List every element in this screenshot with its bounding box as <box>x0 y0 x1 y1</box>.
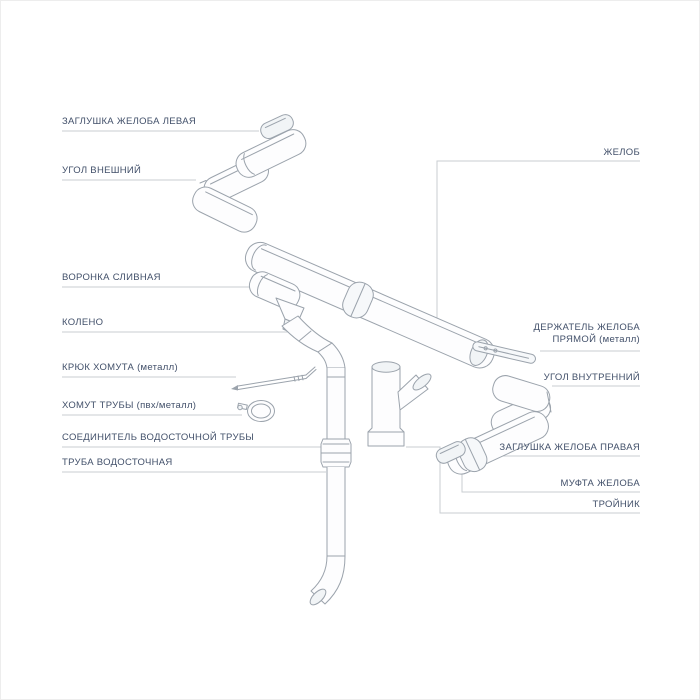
gutter-bracket <box>472 341 536 364</box>
gutter-coupling <box>457 437 488 473</box>
label-elbow: КОЛЕНО <box>62 317 104 328</box>
downpipe-lower <box>309 466 346 606</box>
gutter-joint-band <box>342 281 374 319</box>
downpipe-upper <box>326 367 346 440</box>
label-outer-corner: УГОЛ ВНЕШНИЙ <box>62 165 142 176</box>
clamp-hook <box>231 366 317 391</box>
gutter-short-piece <box>235 129 307 178</box>
label-pipe-connector: СОЕДИНИТЕЛЬ ВОДОСТОЧНОЙ ТРУБЫ <box>62 432 255 443</box>
tee <box>367 361 432 447</box>
label-tee: ТРОЙНИК <box>592 499 640 510</box>
label-funnel: ВОРОНКА СЛИВНАЯ <box>62 272 161 283</box>
label-downpipe: ТРУБА ВОДОСТОЧНАЯ <box>62 457 173 468</box>
label-gutter-coupling: МУФТА ЖЕЛОБА <box>560 478 640 489</box>
label-clamp-hook: КРЮК ХОМУТА (металл) <box>62 362 178 373</box>
parts <box>192 114 552 606</box>
end-cap-right <box>435 441 466 464</box>
leader-gutter <box>436 160 640 330</box>
pipe-clamp <box>237 400 275 422</box>
label-gutter: ЖЕЛОБ <box>603 147 640 158</box>
elbow <box>281 315 333 353</box>
label-end-cap-left: ЗАГЛУШКА ЖЕЛОБА ЛЕВАЯ <box>62 116 196 127</box>
label-inner-corner: УГОЛ ВНУТРЕННИЙ <box>543 372 640 383</box>
pipe-connector <box>320 438 352 468</box>
label-pipe-clamp: ХОМУТ ТРУБЫ (пвх/металл) <box>62 400 197 411</box>
gutter-main <box>244 241 495 369</box>
end-cap-left <box>260 114 294 140</box>
label-end-cap-right: ЗАГЛУШКА ЖЕЛОБА ПРАВАЯ <box>499 442 640 453</box>
leader-tee <box>406 446 640 514</box>
label-gutter-bracket: ДЕРЖАТЕЛЬ ЖЕЛОБА ПРЯМОЙ (металл) <box>533 322 640 345</box>
